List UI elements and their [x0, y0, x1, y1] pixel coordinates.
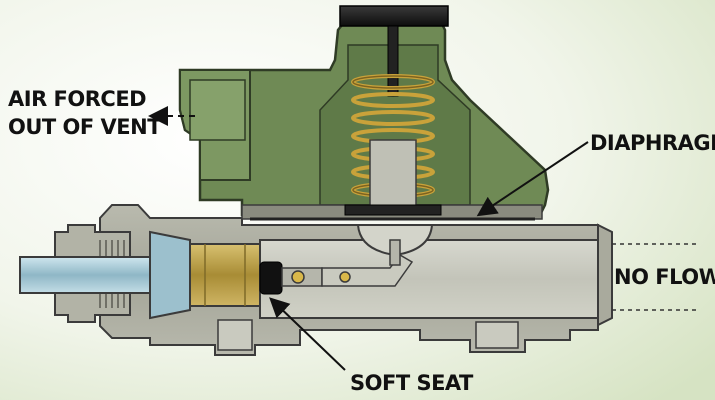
label-air-forced-line2: OUT OF VENT — [8, 115, 162, 139]
brass-seat — [189, 243, 261, 307]
soft-seat-leader-line — [269, 297, 346, 371]
adjusting-cap — [339, 5, 449, 27]
label-diaphragm: DIAPHRAGM — [590, 131, 715, 155]
soft-seat-pad — [259, 261, 283, 295]
label-no-flow: NO FLOW — [614, 265, 715, 289]
lever-assembly — [281, 254, 414, 287]
label-air-forced-line1: AIR FORCED — [8, 87, 146, 111]
diaphragm-leader-line — [476, 141, 589, 217]
annotations — [148, 106, 700, 371]
label-soft-seat: SOFT SEAT — [350, 371, 474, 395]
